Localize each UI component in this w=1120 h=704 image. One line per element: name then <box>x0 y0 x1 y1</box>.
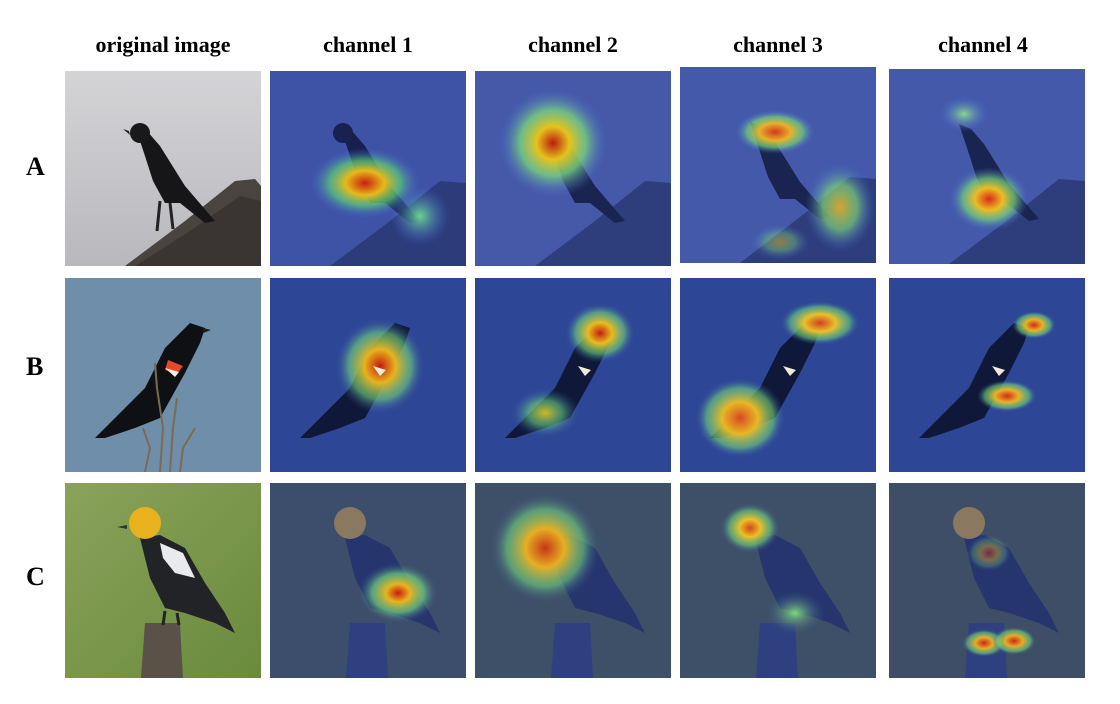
column-header-channel-1: channel 1 <box>323 32 413 57</box>
heatmap-a-channel-2 <box>475 71 671 266</box>
heatmap-c-channel-4 <box>889 483 1085 678</box>
heatmap-b-channel-4 <box>889 278 1085 472</box>
heatmap-a-channel-3 <box>680 67 876 263</box>
heatmap-a-channel-4 <box>889 69 1085 264</box>
image-c-original <box>65 483 261 678</box>
heatmap-c-channel-2 <box>475 483 671 678</box>
heatmap-c-channel-1 <box>270 483 466 678</box>
image-a-original <box>65 71 261 266</box>
heatmap-c-channel-3 <box>680 483 876 678</box>
row-label-c: C <box>26 562 45 591</box>
column-header-channel-4: channel 4 <box>938 32 1028 57</box>
column-header-original: original image <box>95 32 231 57</box>
image-b-original <box>65 278 261 472</box>
row-label-a: A <box>26 152 45 181</box>
column-header-channel-3: channel 3 <box>733 32 823 57</box>
heatmap-b-channel-1 <box>270 278 466 472</box>
column-header-channel-2: channel 2 <box>528 32 618 57</box>
heatmap-a-channel-1 <box>270 71 466 266</box>
heatmap-b-channel-2 <box>475 278 671 472</box>
row-label-b: B <box>26 352 44 381</box>
heatmap-b-channel-3 <box>680 278 876 472</box>
